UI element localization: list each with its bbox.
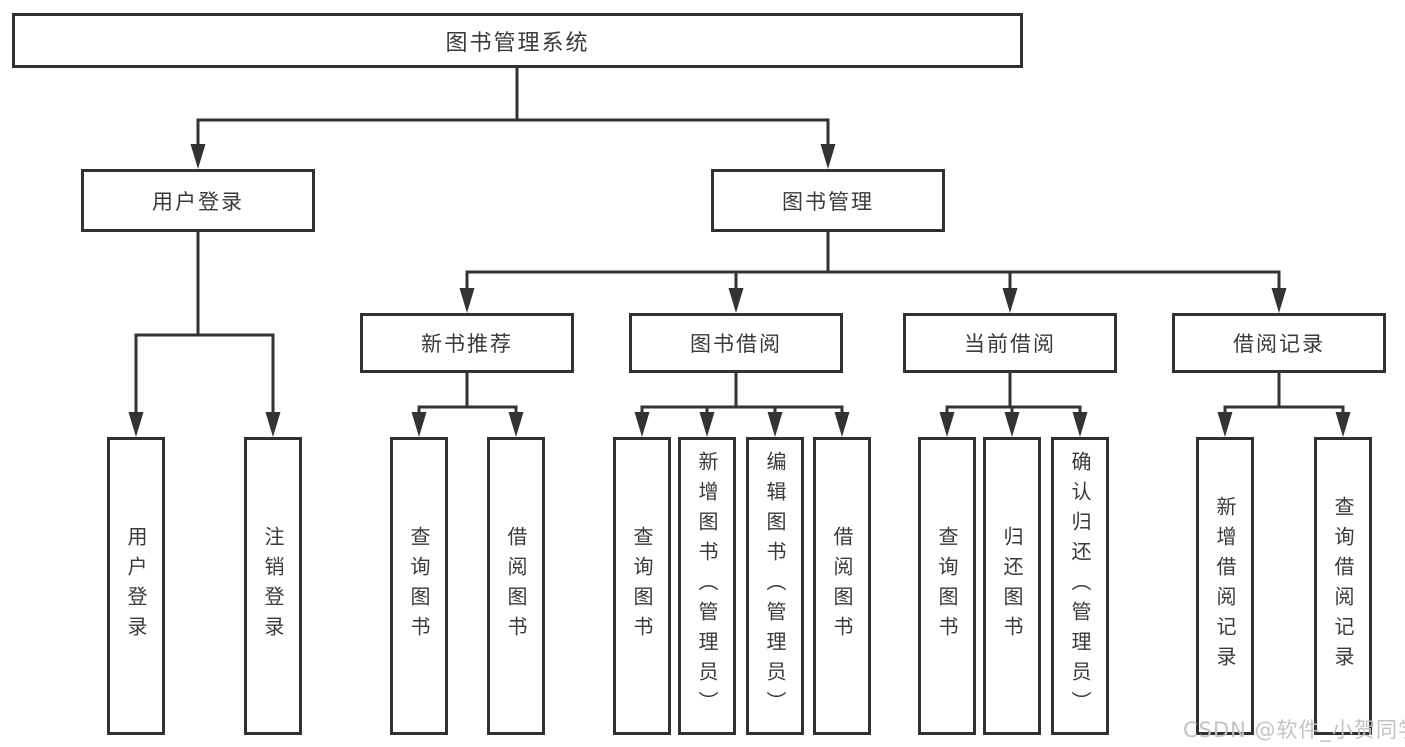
- leaf-label: 查询图书: [630, 526, 654, 646]
- leaf-edit-books-admin: 编辑图书（管理员）: [746, 437, 804, 735]
- node-label: 图书管理: [782, 189, 874, 214]
- leaf-query-books-recommend: 查询图书: [390, 437, 448, 735]
- leaf-label: 归还图书: [1000, 526, 1024, 646]
- leaf-add-borrow-record: 新增借阅记录: [1196, 437, 1254, 735]
- leaf-label: 编辑图书（管理员）: [763, 451, 787, 721]
- leaf-label: 查询借阅记录: [1331, 496, 1355, 676]
- leaf-query-books-current: 查询图书: [918, 437, 976, 735]
- csdn-watermark: CSDN @软件_小贺同学: [1183, 718, 1405, 742]
- node-borrow-records: 借阅记录: [1172, 313, 1386, 373]
- node-label: 借阅记录: [1233, 332, 1325, 356]
- leaf-query-borrow-record: 查询借阅记录: [1314, 437, 1372, 735]
- leaf-borrow-books: 借阅图书: [813, 437, 871, 735]
- node-library-management-system: 图书管理系统: [12, 13, 1023, 68]
- leaf-user-login: 用户登录: [107, 437, 165, 735]
- node-current-borrow: 当前借阅: [903, 313, 1117, 373]
- leaf-label: 借阅图书: [504, 526, 528, 646]
- node-new-book-recommend: 新书推荐: [360, 313, 574, 373]
- node-user-login: 用户登录: [81, 169, 315, 232]
- node-label: 新书推荐: [421, 332, 513, 356]
- leaf-query-books-borrow: 查询图书: [613, 437, 671, 735]
- leaf-label: 用户登录: [124, 526, 148, 646]
- node-book-borrow: 图书借阅: [629, 313, 843, 373]
- leaf-add-books-admin: 新增图书（管理员）: [678, 437, 736, 735]
- leaf-label: 确认归还（管理员）: [1068, 451, 1092, 721]
- leaf-label: 查询图书: [935, 526, 959, 646]
- node-label: 用户登录: [152, 189, 244, 214]
- leaf-label: 注销登录: [261, 526, 285, 646]
- node-label: 当前借阅: [964, 332, 1056, 356]
- leaf-borrow-books-recommend: 借阅图书: [487, 437, 545, 735]
- node-label: 图书管理系统: [445, 30, 590, 56]
- leaf-label: 新增图书（管理员）: [695, 451, 719, 721]
- leaf-return-books: 归还图书: [983, 437, 1041, 735]
- leaf-confirm-return-admin: 确认归还（管理员）: [1051, 437, 1109, 735]
- leaf-label: 新增借阅记录: [1213, 496, 1237, 676]
- node-book-management: 图书管理: [711, 169, 945, 232]
- node-label: 图书借阅: [690, 332, 782, 356]
- leaf-label: 借阅图书: [830, 526, 854, 646]
- leaf-logout: 注销登录: [244, 437, 302, 735]
- leaf-label: 查询图书: [407, 526, 431, 646]
